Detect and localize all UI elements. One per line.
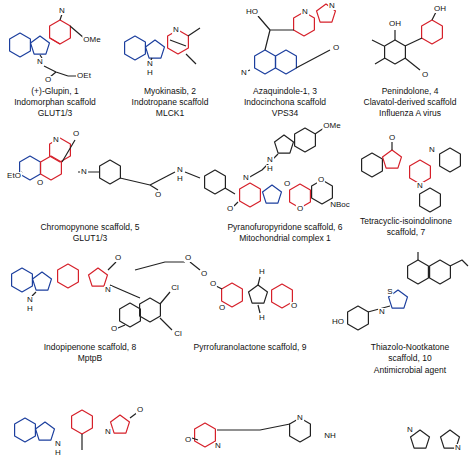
atom-label: NBoc	[329, 201, 351, 209]
atom-label: O	[296, 205, 304, 213]
atom-label: O	[44, 76, 52, 84]
atom-label: O	[200, 270, 208, 278]
structure-3	[245, 4, 336, 74]
compound-caption: Myokinasib, 2	[115, 86, 225, 97]
atom-label: O	[36, 179, 44, 187]
atom-label: N	[54, 440, 62, 448]
compound-caption: GLUT1/3	[0, 108, 110, 119]
structure-8	[12, 262, 200, 330]
compound-caption: Indomorphan scaffold	[0, 97, 110, 108]
atom-label: OH	[388, 20, 402, 28]
atom-label: N	[301, 8, 309, 16]
atom-label: N	[242, 174, 250, 182]
atom-label: N	[266, 156, 274, 164]
atom-label: H	[146, 69, 154, 77]
atom-label: O	[290, 302, 298, 310]
atom-label: N	[296, 414, 304, 422]
structure-1	[10, 14, 84, 77]
atom-label: OH	[433, 5, 447, 13]
compound-caption: Pyranofuropyridone scaffold, 6	[220, 222, 350, 233]
atom-label: O	[226, 205, 234, 213]
atom-label: O	[136, 406, 144, 414]
atom-label: N	[58, 7, 66, 15]
structure-6	[234, 128, 332, 208]
atom-label: H	[26, 305, 34, 313]
atom-label: N	[104, 286, 112, 294]
structure-2	[125, 28, 200, 64]
structure-9	[216, 277, 292, 313]
atom-label: O	[332, 44, 340, 52]
atom-label: H	[258, 268, 266, 276]
atom-label: N	[26, 296, 34, 304]
atom-label: O	[209, 280, 217, 288]
atom-label: HO	[245, 8, 259, 16]
compound-caption: Penindolone, 4	[350, 86, 470, 97]
atom-label: O	[184, 436, 192, 444]
atom-label: N	[214, 442, 222, 450]
atom-label: N	[406, 426, 414, 434]
atom-label: N	[416, 182, 424, 190]
compound-caption: Tetracyclic-isoindolinone scaffold, 7	[346, 216, 466, 237]
compound-caption: Indocinchona scaffold	[228, 97, 343, 108]
atom-label: OMe	[82, 36, 101, 44]
compound-caption: Indotropane scaffold	[115, 97, 225, 108]
atom-label: H	[258, 314, 266, 322]
compound-caption: Thiazolo-Nootkatone scaffold, 10	[355, 342, 465, 363]
atom-label: EtO	[6, 172, 22, 180]
atom-label: N	[454, 444, 462, 452]
atom-label: O	[317, 176, 325, 184]
compound-caption: Clavatol-derived scaffold	[350, 97, 470, 108]
atom-label: N	[328, 2, 336, 10]
structure-10	[348, 252, 468, 330]
atom-label: H	[266, 165, 274, 173]
atom-label: N	[428, 146, 436, 154]
atom-label: N	[172, 26, 180, 34]
compound-caption: Mitochondrial complex 1	[220, 233, 350, 244]
structure-7	[362, 142, 461, 212]
compound-caption: Indopipenone scaffold, 8	[30, 342, 150, 353]
structure-row-4	[15, 410, 460, 450]
structure-5	[20, 138, 235, 194]
atom-label: O	[114, 254, 122, 262]
compound-caption: GLUT1/3	[30, 233, 150, 244]
compound-caption: MptpB	[30, 353, 150, 364]
compound-caption: Azaquindole-1, 3	[228, 86, 343, 97]
atom-label: H	[54, 449, 62, 457]
atom-label: O	[72, 130, 80, 138]
atom-label: N	[104, 428, 112, 436]
atom-label: O	[184, 254, 192, 262]
atom-label: S	[386, 288, 393, 296]
atom-label: N	[378, 308, 386, 316]
compound-caption: Antimicrobial agent	[350, 365, 470, 376]
atom-label: N	[176, 166, 184, 174]
atom-label: N	[36, 58, 44, 66]
atom-label: O	[218, 304, 226, 312]
compound-caption: Pyrrofuranolactone scaffold, 9	[190, 342, 310, 353]
atom-label: OMe	[322, 122, 341, 130]
atom-label: O	[154, 191, 162, 199]
atom-label: H	[176, 175, 184, 183]
atom-label: NH	[323, 432, 337, 440]
atom-label: HO	[331, 318, 345, 326]
structure-4	[372, 12, 442, 70]
compound-caption: MLCK1	[115, 108, 225, 119]
atom-label: N	[240, 69, 248, 77]
atom-label: N	[80, 168, 88, 176]
atom-label: O	[283, 180, 291, 188]
compound-caption: Influenza A virus	[350, 108, 470, 119]
atom-label: N	[52, 136, 60, 144]
atom-label: O	[110, 325, 118, 333]
compound-caption: (+)-Glupin, 1	[0, 86, 110, 97]
compound-caption: Chromopynone scaffold, 5	[30, 222, 150, 233]
atom-label: N	[146, 60, 154, 68]
atom-label: Cl	[170, 284, 180, 292]
compound-caption: VPS34	[228, 108, 343, 119]
atom-label: O	[388, 134, 396, 142]
atom-label: OEt	[76, 72, 92, 80]
atom-label: Cl	[173, 330, 183, 338]
atom-label: O	[421, 71, 429, 79]
